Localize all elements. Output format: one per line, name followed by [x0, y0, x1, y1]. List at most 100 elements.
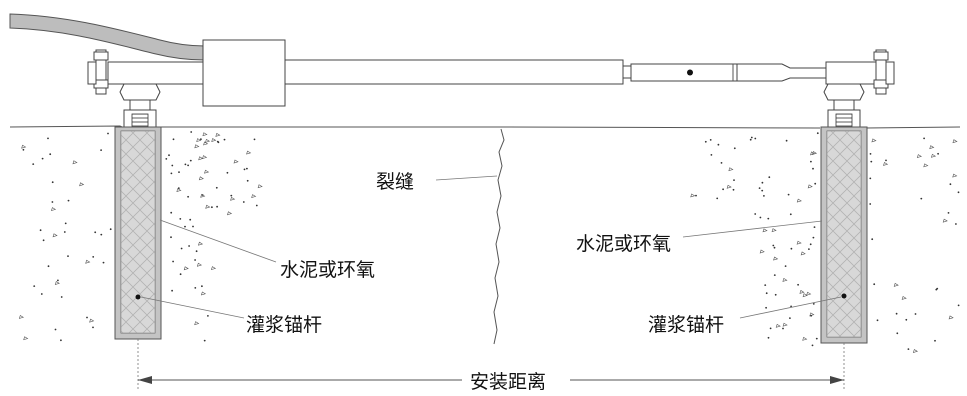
soil-speckle [246, 179, 249, 182]
soil-speckle [957, 191, 960, 194]
soil-stone [773, 256, 779, 261]
soil-stone [194, 321, 200, 326]
soil-speckle [216, 205, 219, 208]
soil-stone [89, 318, 95, 323]
soil-speckle [764, 284, 767, 286]
soil-stone [54, 281, 60, 285]
soil-stone [246, 150, 252, 155]
soil-speckle [754, 213, 757, 215]
soil-stone [202, 155, 208, 160]
soil-stone [203, 141, 209, 146]
soil-speckle [172, 138, 175, 141]
soil-stone [230, 196, 236, 201]
soil-speckle [226, 171, 229, 174]
soil-speckle [47, 137, 49, 140]
soil-speckle [763, 195, 765, 197]
right-anchor-spring [835, 113, 853, 129]
soil-speckle [86, 316, 88, 319]
soil-speckle [717, 143, 720, 146]
soil-speckle [895, 312, 898, 315]
soil-speckle [957, 304, 960, 307]
soil-speckle [789, 317, 791, 319]
soil-speckle [812, 303, 815, 305]
soil-stone [198, 176, 204, 181]
install-distance-arrow-left [138, 376, 152, 384]
soil-speckle [188, 245, 191, 247]
soil-speckle [812, 236, 815, 239]
soil-stone [871, 138, 877, 143]
soil-speckle [57, 279, 59, 282]
soil-speckle [935, 288, 938, 291]
soil-speckle [194, 259, 197, 261]
soil-speckle [171, 289, 174, 292]
soil-speckle [761, 189, 764, 192]
soil-speckle [189, 159, 192, 162]
soil-speckle [172, 260, 175, 263]
soil-speckle [184, 225, 186, 228]
right-anchor-leader-line [739, 296, 842, 319]
soil-speckle [60, 339, 62, 342]
sensor-rod-end [736, 63, 827, 82]
soil-stone [52, 233, 58, 238]
soil-speckle [94, 231, 97, 234]
soil-speckle [720, 162, 723, 164]
soil-stone [912, 349, 919, 353]
right-flange-washer [885, 61, 895, 85]
left-joint-neck [129, 99, 151, 111]
right-flange-nut-top [873, 51, 889, 61]
soil-speckle [230, 194, 233, 197]
soil-stone [901, 295, 907, 300]
soil-speckle [178, 171, 180, 174]
soil-speckle [168, 154, 170, 157]
soil-stone [200, 291, 207, 296]
left-mount-rod [107, 61, 204, 85]
install-distance-label: 安装距离 [470, 371, 546, 393]
soil-speckle [733, 179, 735, 182]
soil-speckle [51, 201, 54, 203]
soil-stone [799, 289, 805, 294]
soil-speckle [51, 181, 54, 184]
soil-texture-right [690, 132, 960, 353]
soil-speckle [732, 188, 735, 191]
soil-stone [690, 193, 696, 198]
soil-stone [762, 228, 768, 233]
soil-speckle [100, 149, 102, 152]
soil-stone [942, 218, 948, 223]
soil-speckle [816, 132, 819, 135]
soil-speckle [109, 228, 112, 231]
soil-stone [923, 163, 929, 168]
soil-stone [796, 198, 802, 203]
left-anchor-inner-fill [121, 131, 155, 333]
cement-epoxy-label-left: 水泥或环氧 [280, 259, 375, 281]
soil-stone [18, 315, 25, 319]
soil-speckle [42, 239, 45, 242]
soil-speckle [876, 319, 879, 322]
soil-stone [215, 132, 221, 137]
soil-speckle [242, 201, 245, 203]
soil-stone [197, 241, 204, 246]
soil-speckle [773, 274, 776, 276]
soil-speckle [790, 247, 793, 250]
right-joint-head [823, 83, 865, 101]
soil-speckle [67, 199, 70, 202]
soil-speckle [203, 339, 206, 342]
soil-speckle [809, 243, 812, 246]
soil-speckle [810, 314, 812, 317]
soil-stone [227, 211, 233, 216]
right-mount-rod [825, 61, 877, 85]
cement-epoxy-label-right: 水泥或环氧 [576, 233, 671, 255]
soil-stone [807, 184, 813, 189]
soil-stone [883, 162, 889, 166]
soil-speckle [810, 160, 812, 163]
soil-speckle [905, 318, 908, 321]
soil-stone [233, 159, 239, 164]
soil-speckle [782, 327, 784, 330]
soil-stone [893, 282, 899, 287]
soil-speckle [797, 283, 799, 286]
soil-speckle [195, 250, 198, 253]
soil-speckle [33, 285, 36, 287]
right-joint-neck [833, 99, 855, 111]
soil-stone [952, 139, 958, 144]
